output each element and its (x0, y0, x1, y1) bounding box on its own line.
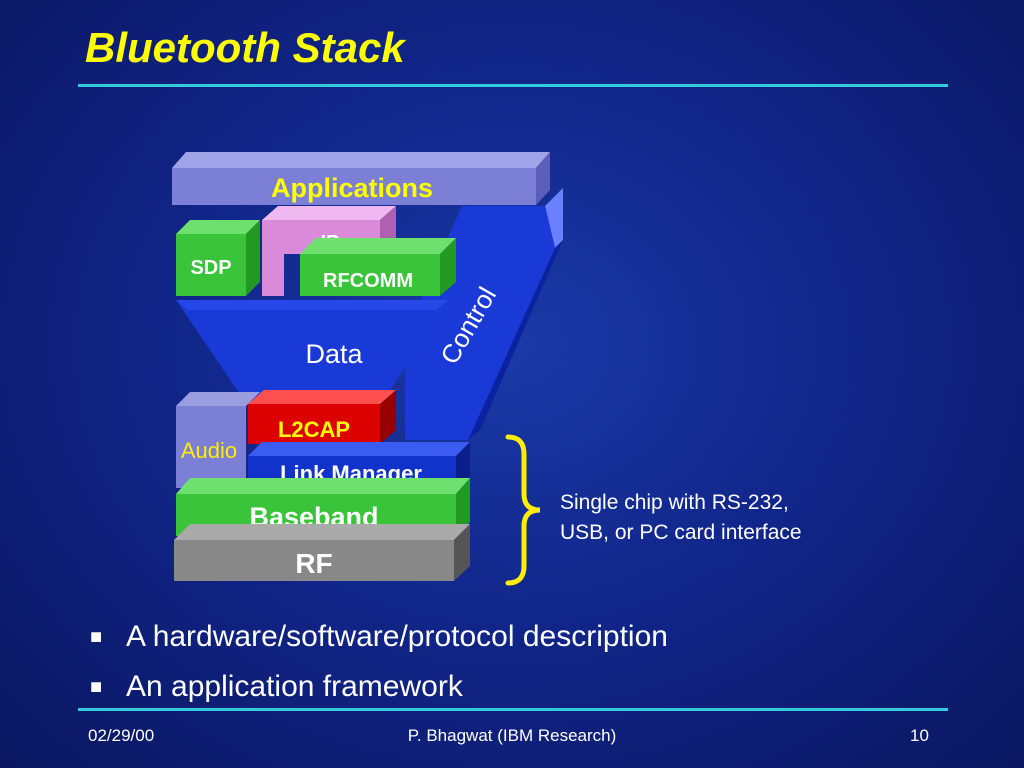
rfcomm-label: RFCOMM (323, 270, 413, 292)
footer-rule (78, 708, 948, 711)
rf-block: RF (174, 524, 470, 581)
audio-block: Audio (176, 392, 260, 488)
rfcomm-block: RFCOMM (300, 238, 456, 296)
data-block: Data (176, 300, 448, 400)
brace-icon (505, 434, 541, 586)
sdp-label: SDP (190, 257, 231, 279)
l2cap-block: L2CAP (248, 390, 396, 444)
title-rule (78, 84, 948, 87)
slide-title: Bluetooth Stack (85, 24, 405, 71)
bullet-item: ■ An application framework (90, 662, 668, 712)
bluetooth-stack-diagram: Control Data Applications IP SDP RFCOMM (172, 152, 802, 586)
sdp-block: SDP (176, 220, 260, 296)
bullet-list: ■ A hardware/software/protocol descripti… (90, 612, 668, 712)
footer-date: 02/29/00 (88, 726, 155, 745)
footer-author: P. Bhagwat (IBM Research) (407, 726, 617, 745)
applications-block: Applications (172, 152, 550, 205)
footer-page-number: 10 (910, 726, 929, 745)
applications-label: Applications (271, 173, 433, 203)
brace-note-line2: USB, or PC card interface (560, 521, 802, 544)
l2cap-label: L2CAP (278, 417, 350, 442)
bullet-square-icon: ■ (90, 676, 103, 698)
brace-note-line1: Single chip with RS-232, (560, 491, 789, 514)
bullet-square-icon: ■ (90, 626, 103, 648)
bullet-text: An application framework (126, 670, 463, 703)
bullet-item: ■ A hardware/software/protocol descripti… (90, 612, 668, 662)
bullet-text: A hardware/software/protocol description (126, 620, 668, 653)
data-label: Data (305, 339, 363, 369)
audio-label: Audio (181, 438, 237, 463)
rf-label: RF (295, 548, 332, 579)
